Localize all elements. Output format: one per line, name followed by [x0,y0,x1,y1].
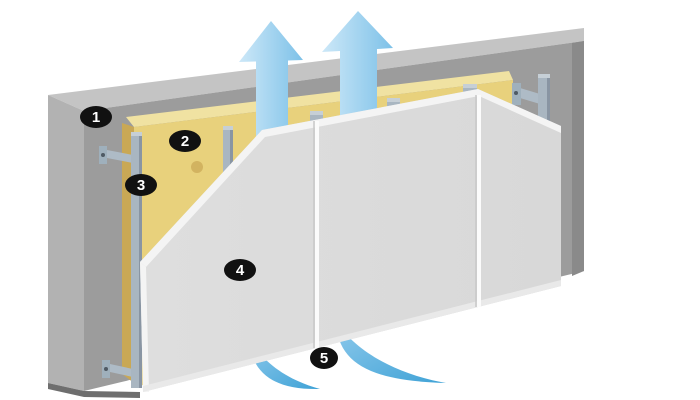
intake-air-swooshes [249,322,446,390]
marker-4: 4 [224,259,256,281]
marker-badge [169,130,201,152]
air-up-arrow-left [239,21,303,140]
rail-side-shade [547,78,550,122]
marker-number: 5 [320,350,328,367]
rail-front [131,136,142,388]
marker-5: 5 [310,347,338,369]
marker-3: 3 [125,174,157,196]
rail-front [223,130,233,180]
cladding-bottom-edge [143,280,561,392]
marker-1: 1 [80,106,112,128]
marker-badge [310,347,338,369]
bracket-right [512,83,540,105]
cladding-top-edge [140,89,561,267]
cladding-panels [140,89,561,392]
rail-top-cap [463,84,477,89]
exhaust-air-arrows [239,11,393,140]
rail-left [131,132,142,388]
bracket-upper-left [99,146,133,164]
air-intake-swoosh-right [336,322,446,383]
marker-badge [80,106,112,128]
insulation-top-face [126,71,513,127]
air-intake-swoosh-left [249,336,320,390]
wall-top-face [48,28,584,111]
marker-number: 3 [137,177,145,194]
bracket-hole [104,367,108,371]
wall-right-face [572,41,584,276]
marker-badge [125,174,157,196]
bracket-arm [520,88,540,104]
bracket-arm [107,150,133,163]
marker-2: 2 [169,130,201,152]
bracket-lower-left [102,360,133,378]
marker-number: 2 [181,133,189,150]
rail-top-cap [387,98,400,103]
wall-bottom-face [48,383,140,398]
marker-number: 4 [236,262,245,279]
rail-middle [223,126,233,180]
marker-number: 1 [92,109,100,126]
wall-left-face [48,95,84,391]
insulation-anchor-dot [191,161,203,173]
bracket-arm [110,364,133,377]
cladding-left-edge [140,262,149,392]
rail-top-cap [131,132,142,137]
rail-top-cap [310,111,323,116]
air-up-arrow-right [322,11,393,130]
marker-badge [224,259,256,281]
cladding-front [140,89,561,392]
rail-side-shade [230,130,233,180]
bracket-hole [514,91,518,95]
rail-right [538,74,550,122]
wall-brackets [99,83,540,378]
rail-top-cap [538,74,550,79]
bracket-hole [101,153,105,157]
rail-top-cap [223,126,233,131]
callout-markers: 1 2 3 4 5 [80,106,338,369]
